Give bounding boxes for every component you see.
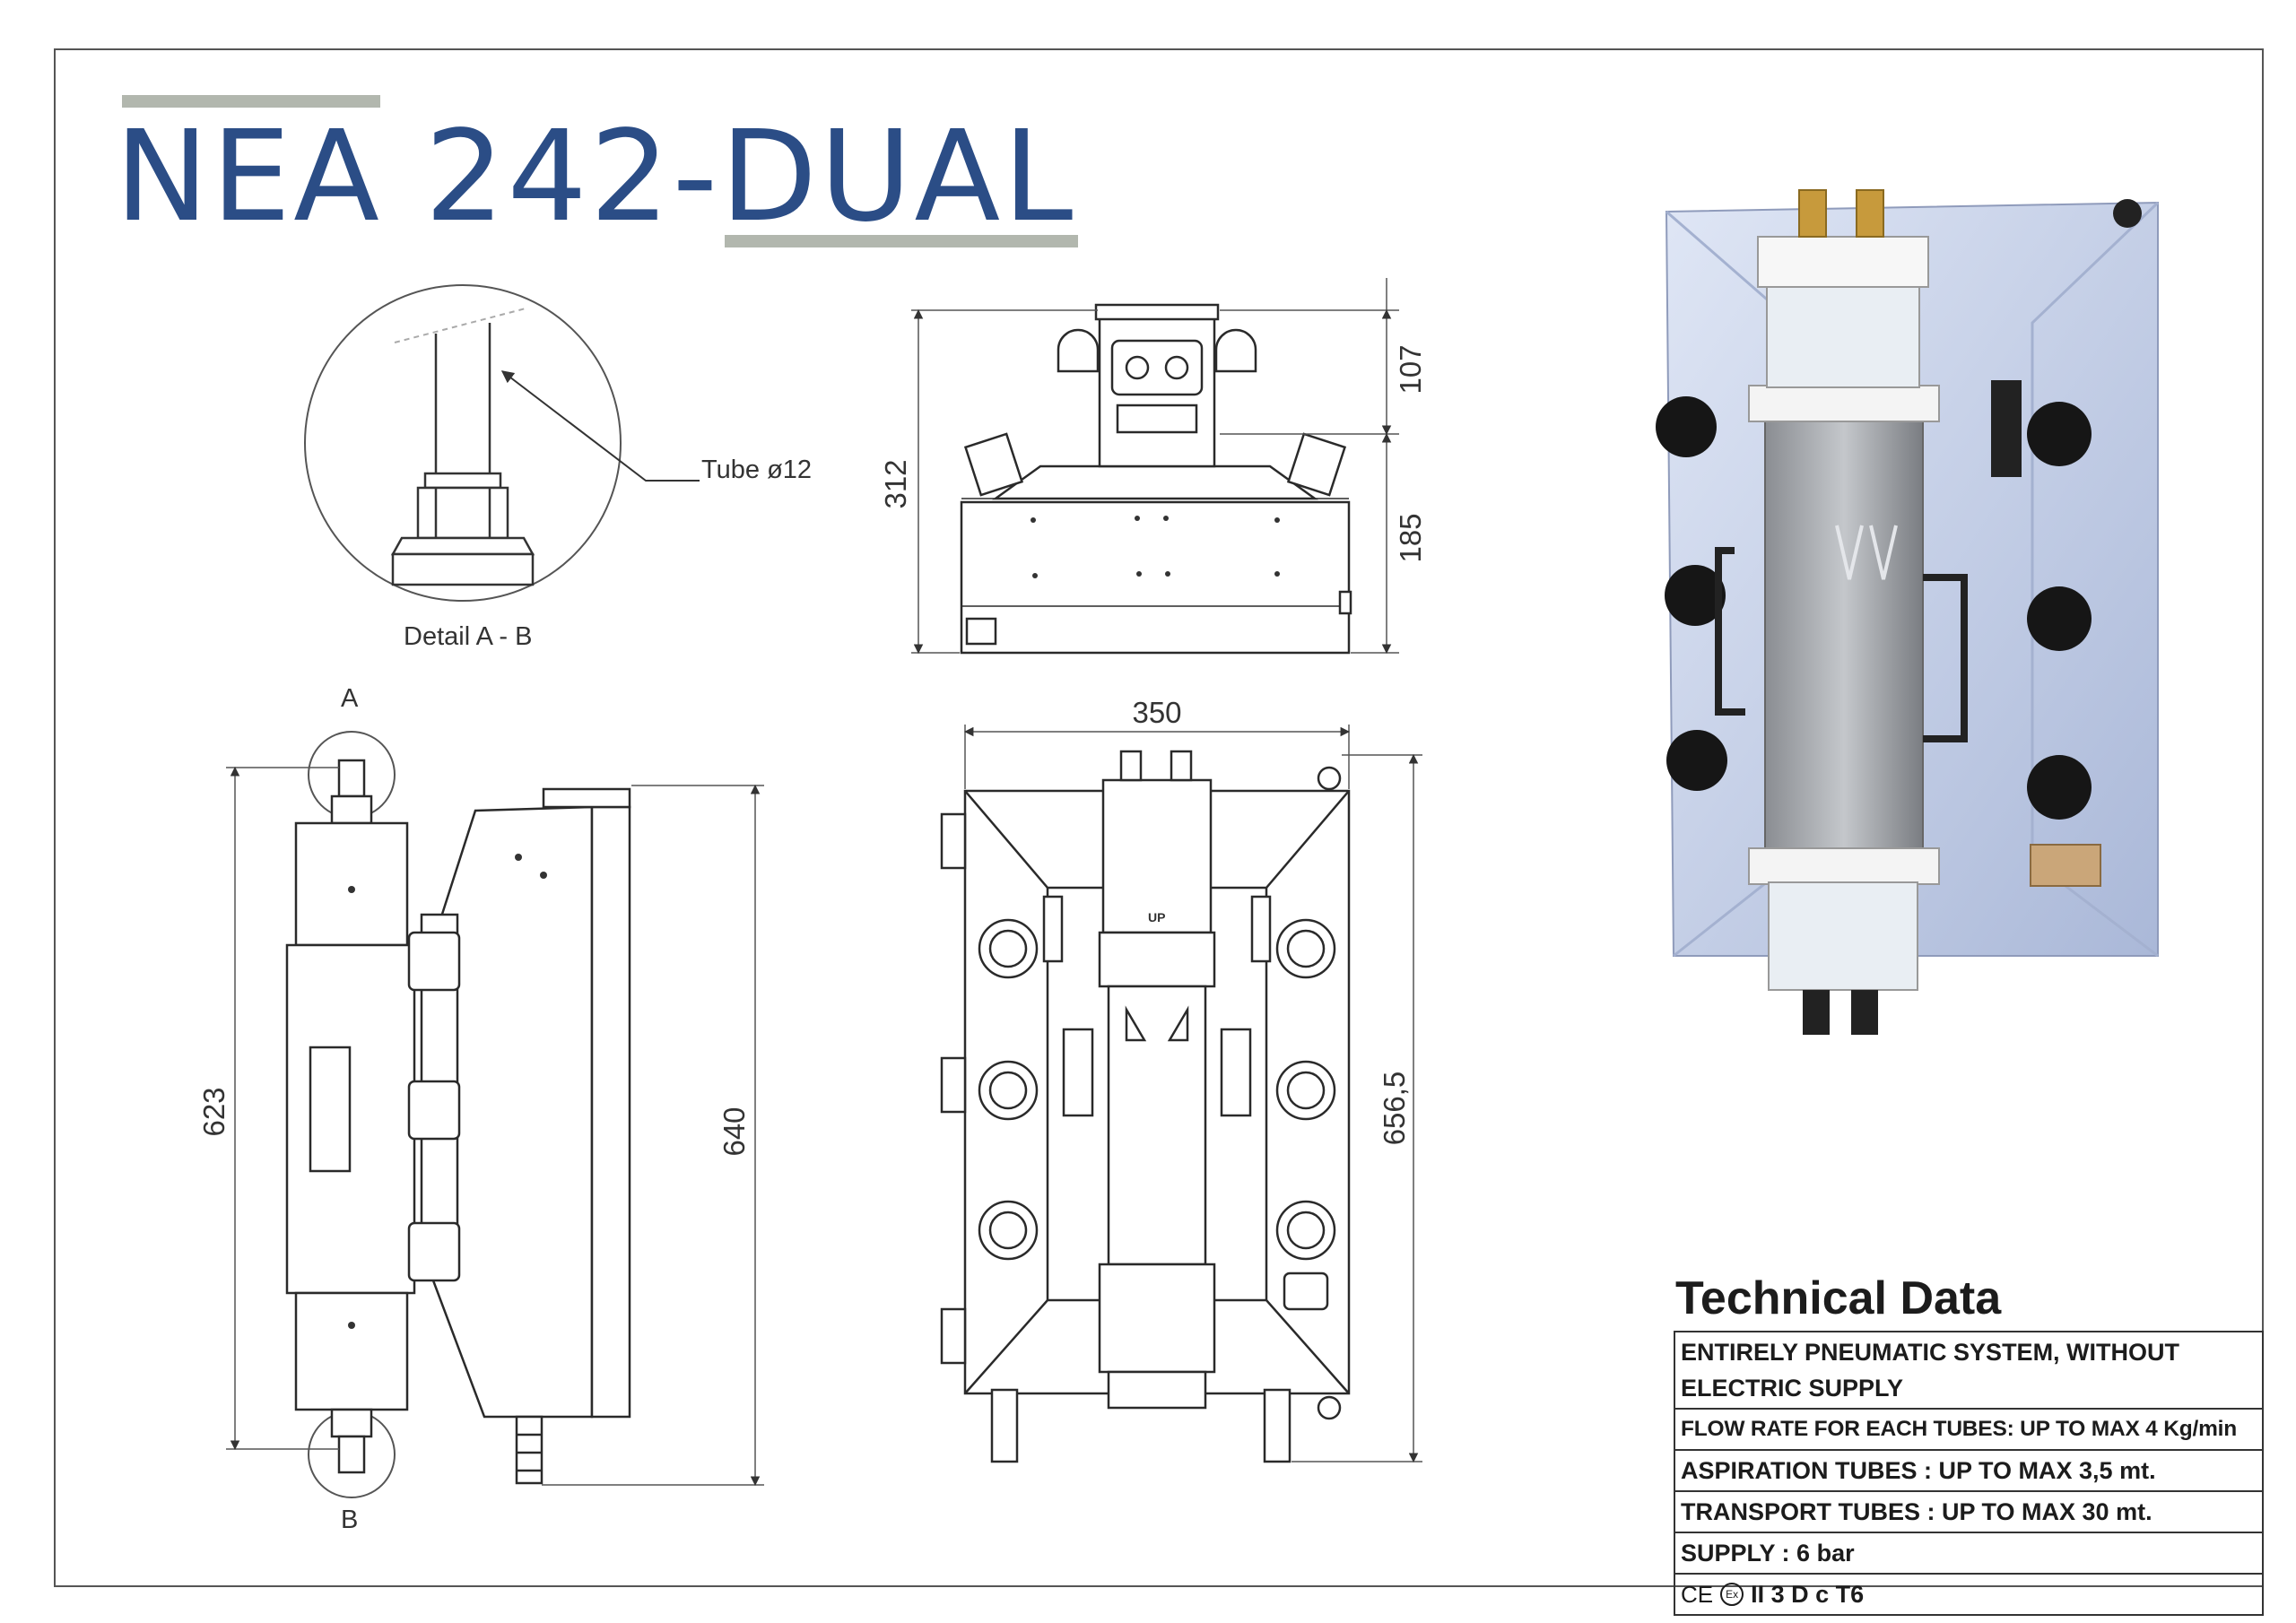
- dim-top-lower: 185: [1394, 513, 1427, 562]
- sheet-frame: [54, 48, 2264, 1587]
- tech-row-certification: CE Ex II 3 D c T6: [1675, 1575, 2264, 1616]
- product-render: [1656, 189, 2160, 1035]
- dim-top-upper: 107: [1394, 344, 1427, 394]
- front-up-label: UP: [1148, 910, 1165, 924]
- tube-label: Tube ø12: [701, 456, 812, 484]
- side-view-dimensions: [226, 766, 764, 1487]
- tech-row-aspiration: ASPIRATION TUBES : UP TO MAX 3,5 mt.: [1675, 1451, 2264, 1492]
- title-accent-bar-top: [122, 95, 380, 108]
- callout-a: A: [341, 684, 359, 713]
- detail-caption: Detail A - B: [404, 622, 532, 651]
- front-view-ports: [978, 918, 1336, 1261]
- detail-tube: [390, 323, 535, 586]
- dim-side-total: 640: [718, 1107, 751, 1156]
- top-view-dimensions: [911, 278, 1399, 655]
- tech-row-system: ENTIRELY PNEUMATIC SYSTEM, WITHOUT ELECT…: [1675, 1332, 2264, 1410]
- detail-view: Tube ø12 Detail A - B: [304, 284, 812, 651]
- certification-rating: II 3 D c T6: [1751, 1581, 1865, 1608]
- top-view: [960, 303, 1352, 655]
- detail-circle: [304, 284, 622, 602]
- dim-front-height: 656,5: [1378, 1072, 1411, 1146]
- front-view-dimensions: [963, 725, 1422, 1463]
- dim-side-inner: 623: [197, 1087, 230, 1136]
- dim-top-total: 312: [879, 459, 912, 508]
- tech-row-supply: SUPPLY : 6 bar: [1675, 1533, 2264, 1575]
- ce-mark: CE: [1681, 1581, 1714, 1608]
- technical-data-table: ENTIRELY PNEUMATIC SYSTEM, WITHOUT ELECT…: [1674, 1331, 2264, 1616]
- dim-front-width: 350: [1132, 696, 1181, 729]
- tech-row-transport: TRANSPORT TUBES : UP TO MAX 30 mt.: [1675, 1492, 2264, 1533]
- title-accent-bar-bottom: [725, 235, 1078, 247]
- ex-mark-icon: Ex: [1720, 1583, 1744, 1606]
- tech-row-flow-rate: FLOW RATE FOR EACH TUBES: UP TO MAX 4 Kg…: [1675, 1410, 2264, 1451]
- side-view: [285, 731, 631, 1498]
- front-view: [940, 750, 1351, 1463]
- technical-data-heading: Technical Data: [1675, 1272, 2002, 1324]
- product-title: NEA 242-DUAL: [115, 104, 1076, 250]
- callout-b: B: [341, 1506, 358, 1534]
